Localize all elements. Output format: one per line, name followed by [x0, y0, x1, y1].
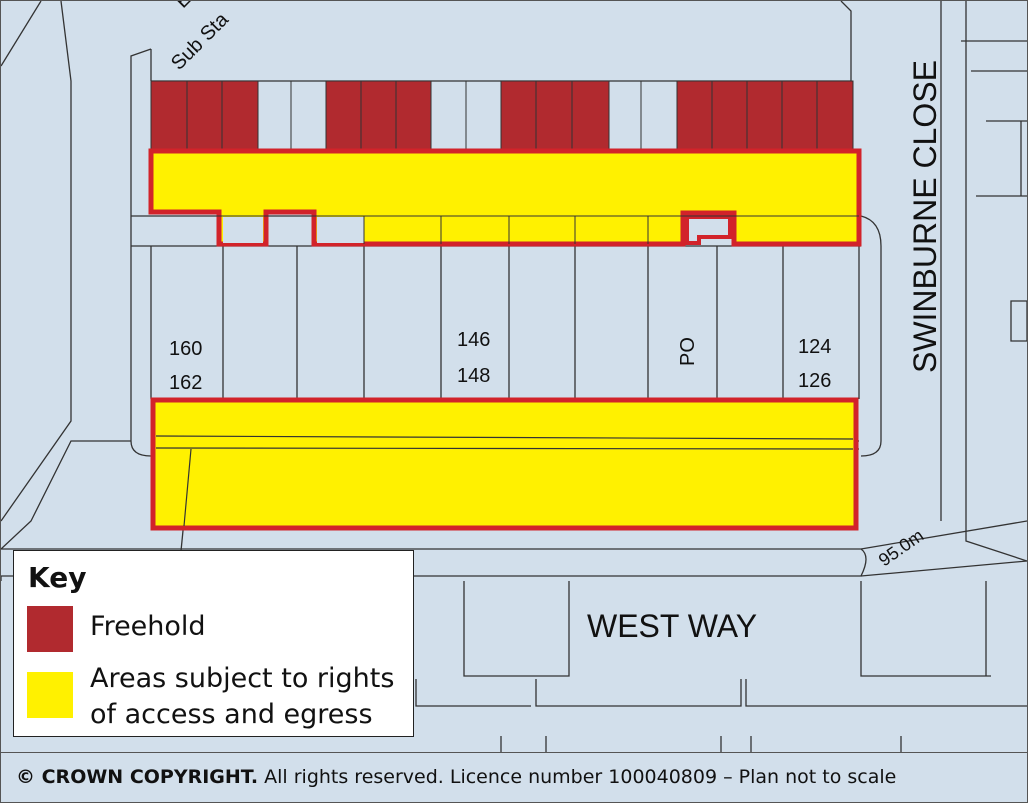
freehold-swatch [27, 606, 73, 652]
freehold-block-4 [676, 80, 854, 150]
access-area-lower [150, 397, 859, 531]
copyright-bold: © CROWN COPYRIGHT. [16, 766, 259, 788]
west-way-label: WEST WAY [587, 608, 757, 644]
copyright-text: All rights reserved. Licence number 1000… [258, 766, 897, 788]
copyright-footer: © CROWN COPYRIGHT. All rights reserved. … [1, 752, 1027, 802]
key-title: Key [28, 561, 87, 594]
freehold-block-2 [325, 80, 432, 150]
map-key: Key Freehold Areas subject to rights of … [13, 550, 414, 737]
unshaded-plot-1 [223, 217, 263, 243]
access-area-notch [685, 215, 732, 245]
access-area-swatch [27, 672, 73, 718]
property-number: 162 [169, 372, 202, 394]
property-number: 126 [798, 370, 831, 392]
swinburne-close-label: SWINBURNE CLOSE [907, 60, 943, 373]
property-number-po: PO [677, 337, 699, 366]
property-number: 160 [169, 338, 202, 360]
freehold-units [150, 80, 854, 150]
freehold-block-3 [500, 80, 610, 150]
sub-station-label-top: E [171, 1, 196, 13]
key-label-access: Areas subject to rights of access and eg… [90, 663, 395, 730]
property-number: 146 [457, 329, 490, 351]
unshaded-plot-2 [317, 217, 364, 243]
property-number: 124 [798, 336, 831, 358]
property-number: 148 [457, 365, 490, 387]
freehold-block-1 [150, 80, 259, 150]
key-label-freehold: Freehold [90, 611, 206, 642]
